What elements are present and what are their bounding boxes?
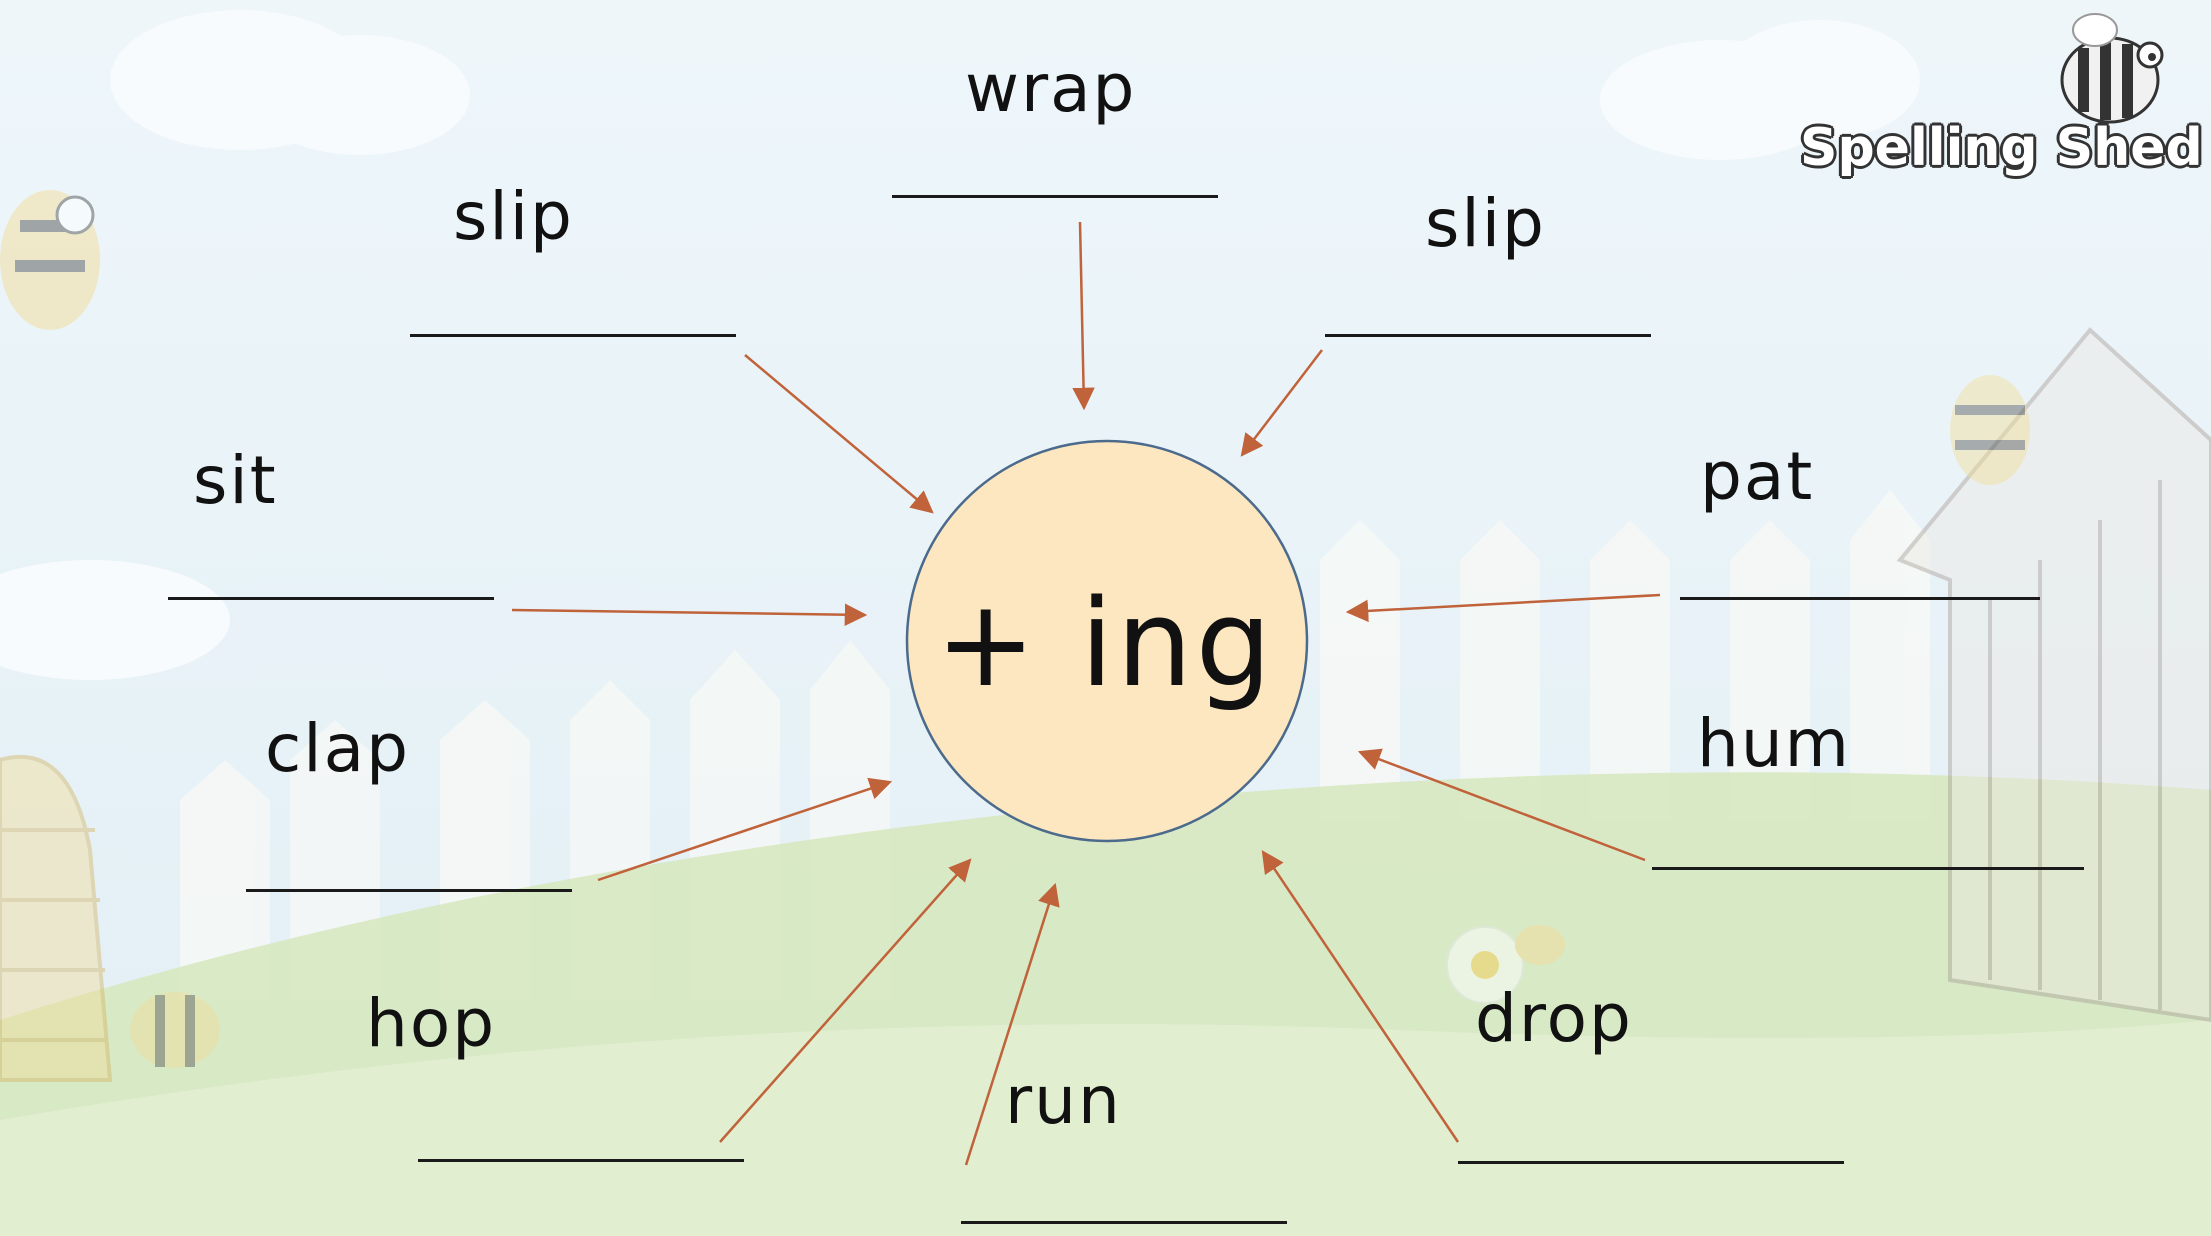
beehive-picture bbox=[0, 754, 113, 1082]
arrow-wrap bbox=[1072, 221, 1095, 411]
shed-picture bbox=[1896, 327, 2211, 1023]
logo-bee-icon bbox=[2060, 13, 2164, 124]
arrow-run bbox=[964, 882, 1060, 1166]
word-run: run bbox=[1005, 1062, 1122, 1139]
answer-line-run[interactable] bbox=[961, 1221, 1287, 1224]
word-hop: hop bbox=[366, 985, 497, 1062]
word-hum: hum bbox=[1697, 705, 1851, 782]
arrow-pat bbox=[1345, 593, 1661, 623]
word-sit: sit bbox=[193, 442, 278, 519]
answer-line-hop[interactable] bbox=[418, 1159, 744, 1162]
answer-line-hum[interactable] bbox=[1652, 867, 2084, 870]
arrow-slip-right bbox=[1240, 349, 1323, 457]
spelling-shed-logo: Spelling Shed bbox=[1800, 118, 2203, 178]
word-drop: drop bbox=[1475, 980, 1633, 1057]
word-pat: pat bbox=[1700, 438, 1815, 515]
word-wrap: wrap bbox=[965, 50, 1137, 127]
arrow-hum bbox=[1357, 748, 1646, 862]
answer-line-drop[interactable] bbox=[1458, 1161, 1844, 1164]
flower-picture bbox=[1446, 925, 1565, 1004]
answer-line-wrap[interactable] bbox=[892, 195, 1218, 198]
word-slip-right: slip bbox=[1425, 185, 1546, 262]
word-clap: clap bbox=[265, 710, 410, 787]
center-circle bbox=[905, 439, 1309, 843]
cloud bbox=[0, 10, 1920, 680]
answer-line-slip-left[interactable] bbox=[410, 334, 736, 337]
arrow-sit bbox=[511, 603, 868, 626]
arrow-slip-left bbox=[744, 354, 934, 514]
answer-line-slip-right[interactable] bbox=[1325, 334, 1651, 337]
answer-line-sit[interactable] bbox=[168, 597, 494, 600]
arrow-drop bbox=[1261, 850, 1460, 1143]
bee-picture bbox=[1950, 375, 2030, 485]
bee-picture bbox=[0, 190, 100, 330]
arrow-clap bbox=[597, 777, 893, 882]
bee-picture bbox=[130, 992, 220, 1068]
answer-line-clap[interactable] bbox=[246, 889, 572, 892]
answer-line-pat[interactable] bbox=[1680, 597, 2040, 600]
arrow-hop bbox=[719, 858, 972, 1143]
center-suffix-label: + ing bbox=[935, 575, 1275, 714]
word-slip-left: slip bbox=[453, 178, 574, 255]
